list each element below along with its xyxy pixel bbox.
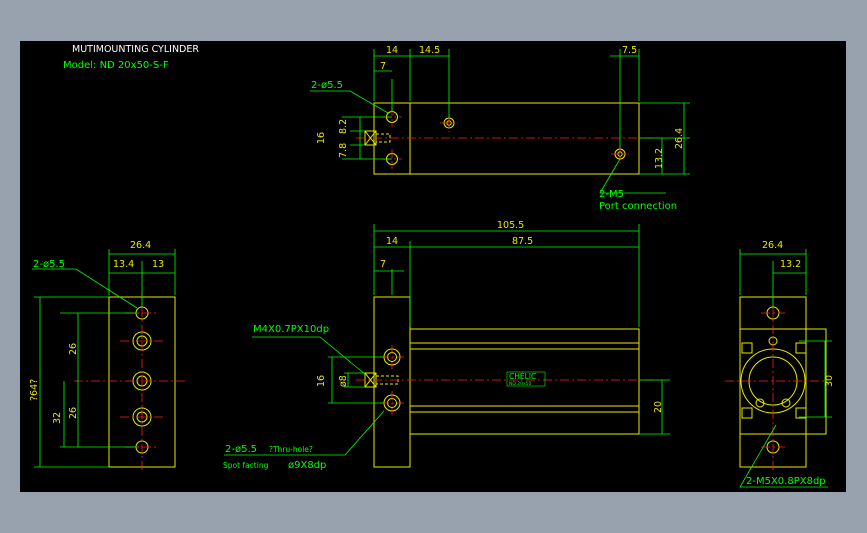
front-view: CHELIC ND 20x50 105.5 14 87.5 7 16 ø8 20… [223,220,670,471]
dim-front-8: ø8 [338,375,349,387]
top-view: 14 14.5 7 7.5 16 7.8 8.2 13.2 26.4 2-ø5.… [310,45,690,212]
dim-front-105-5: 105.5 [497,220,524,231]
right-bolt-head [741,407,753,419]
front-body-grooves [410,342,639,413]
dim-top-14: 14 [386,45,398,56]
title-block: MUTIMOUNTING CYLINDER Model: ND 20x50-S-… [63,44,199,71]
top-cylinder-body [409,102,640,175]
dim-top-13-2: 13.2 [654,148,665,169]
dim-top-7-8: 7.8 [338,143,349,158]
dim-left-32: 32 [52,412,63,424]
front-end-block [373,296,411,468]
dim-front-16: 16 [316,375,327,387]
dim-top-7-5: 7.5 [622,45,637,56]
right-bolt-head [795,407,807,419]
front-spot-label: Spot facting [223,461,269,470]
dim-top-8-2: 8.2 [338,119,349,134]
dim-top-7: 7 [380,61,386,72]
front-thread-note: M4X0.7PX10dp [253,324,329,335]
dim-front-20: 20 [653,401,664,413]
cad-viewport[interactable]: MUTIMOUNTING CYLINDER Model: ND 20x50-S-… [20,41,846,492]
front-cylinder-body [409,328,640,435]
top-hole-note: 2-ø5.5 [311,80,343,91]
dim-front-87-5: 87.5 [512,236,533,247]
brand-label: CHELIC [509,372,536,381]
top-port-note: 2-M5 [599,189,624,200]
left-hole-note: 2-ø5.5 [33,259,65,270]
dim-left-26a: 26 [68,343,79,355]
right-bolt-head [795,342,807,354]
right-view: 26.4 13.2 30 2-M5X0.8PX8dp [725,240,835,488]
front-thru-note: ?Thru-hole? [269,445,313,454]
dim-top-14-5: 14.5 [419,45,440,56]
cad-drawing: MUTIMOUNTING CYLINDER Model: ND 20x50-S-… [29,44,835,488]
dim-left-26-4: 26.4 [130,240,151,251]
drawing-title: MUTIMOUNTING CYLINDER [72,44,199,55]
dim-front-14: 14 [386,236,398,247]
front-spot-value: ø9X8dp [288,460,326,471]
dim-top-16: 16 [316,132,327,144]
dim-top-26-4: 26.4 [674,128,685,149]
top-rod-end-cross [364,130,377,146]
right-bolt-head [741,342,753,354]
dim-right-30: 30 [824,375,835,387]
front-hole-note: 2-ø5.5 [225,444,257,455]
dim-left-13: 13 [152,259,164,270]
right-cylinder-section [739,328,827,435]
dim-left-64: ?64? [29,379,40,401]
dim-right-26-4: 26.4 [762,240,783,251]
dim-left-26b: 26 [68,407,79,419]
brand-plate [506,371,546,387]
dim-right-13-2: 13.2 [780,259,801,270]
top-port-label: Port connection [599,201,677,212]
left-view: 26.4 13.4 13 ?64? 32 26 26 2-ø5.5 [29,240,185,473]
right-thread-note: 2-M5X0.8PX8dp [746,476,826,487]
brand-sub-label: ND 20x50 [509,381,532,387]
dim-front-7: 7 [380,259,386,270]
drawing-model: Model: ND 20x50-S-F [63,60,169,71]
dim-left-13-4: 13.4 [113,259,134,270]
